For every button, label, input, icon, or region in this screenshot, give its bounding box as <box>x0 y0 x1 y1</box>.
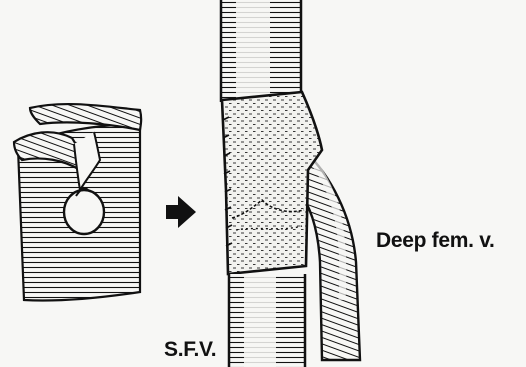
deep-femoral-vein-label: Deep fem. v. <box>376 229 495 253</box>
superficial-femoral-vein-lower <box>229 274 305 367</box>
wrapped-cuff <box>222 92 322 274</box>
superficial-femoral-vein-label: S.F.V. <box>164 338 216 362</box>
patch-graft <box>14 104 141 300</box>
superficial-femoral-vein-upper <box>221 0 301 102</box>
right-arrow-icon <box>166 196 196 228</box>
